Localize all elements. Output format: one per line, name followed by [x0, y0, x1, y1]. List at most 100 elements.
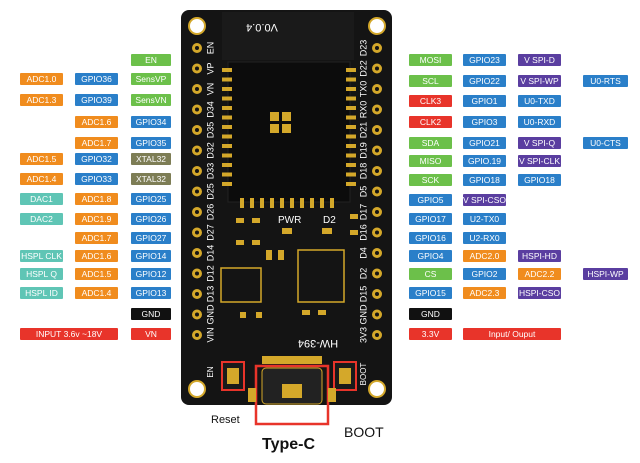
module-pads-bottom — [240, 198, 334, 208]
module-pads-right — [346, 68, 356, 186]
pin-name-right: TX0 — [358, 81, 368, 98]
module-pad — [222, 172, 232, 177]
pin-name-right: D17 — [358, 204, 368, 221]
pin-label-left-adc1-7: ADC1.7 — [75, 232, 118, 244]
module-pad — [346, 87, 356, 91]
pin-label-left-adc1-5: ADC1.5 — [75, 268, 118, 280]
pwr-led — [282, 228, 292, 234]
pin-name-left: D27 — [205, 224, 215, 241]
module-pad — [346, 106, 356, 110]
pin-name-left: D14 — [205, 245, 215, 262]
module-pad — [290, 198, 294, 208]
module-pad — [346, 96, 356, 101]
header-pin-hole — [375, 230, 379, 235]
module-pad — [222, 77, 232, 82]
header-pin-hole — [195, 66, 199, 71]
module-pad — [222, 153, 232, 158]
usbc-tongue — [282, 384, 302, 398]
pin-name-right: D19 — [358, 142, 368, 159]
pin-label-right-adc2-0: ADC2.0 — [463, 250, 506, 262]
pin-name-right: D23 — [358, 40, 368, 57]
module-pad — [270, 198, 274, 208]
header-pin-hole — [195, 189, 199, 194]
pin-label-right-gpio4: GPIO4 — [409, 250, 452, 262]
pin-label-left-gpio36: GPIO36 — [75, 73, 118, 85]
pin-label-left-hspl-q: HSPL Q — [20, 268, 63, 280]
module-pad — [222, 182, 232, 186]
pin-label-right-v-spi-q: V SPI-Q — [518, 137, 561, 149]
pin-label-left-adc1-6: ADC1.6 — [75, 250, 118, 262]
module-pad — [222, 115, 232, 120]
pin-label-left-sensvp: SensVP — [131, 73, 171, 85]
pin-label-left-dac1: DAC1 — [20, 193, 63, 205]
module-pad — [222, 87, 232, 91]
pin-label-left-adc1-8: ADC1.8 — [75, 193, 118, 205]
module-pad — [346, 144, 356, 148]
pin-label-left-gpio12: GPIO12 — [131, 268, 171, 280]
mount-hole-bl — [188, 380, 206, 398]
pin-label-right-gpio5: GPIO5 — [409, 194, 452, 206]
pin-label-right-v-spi-wp: V SPI-WP — [518, 75, 561, 87]
pin-names-left: ENVPVND34D35D32D33D25D26D27D14D12D13GNDV… — [205, 42, 215, 343]
pwr-silk: PWR — [278, 215, 301, 226]
pin-label-left-xtal32: XTAL32 — [131, 153, 171, 165]
module-pad — [222, 125, 232, 129]
module-pad — [320, 198, 324, 208]
pin-label-right-hspi-hd: HSPI-HD — [518, 250, 561, 262]
header-pin-hole — [375, 292, 379, 296]
pin-name-left: D12 — [205, 265, 215, 282]
pin-name-left: D34 — [205, 101, 215, 118]
module-pad — [250, 198, 254, 208]
pin-label-left-adc1-3: ADC1.3 — [20, 94, 63, 106]
pin-label-right-hspi-cso: HSPI-CSO — [518, 287, 561, 299]
pin-names-right: D23D22TX0RX0D21D19D18D5D17D16D4D2D15GND3… — [358, 40, 368, 343]
pin-label-right-gpio22: GPIO22 — [463, 75, 506, 87]
pin-label-left-dac2: DAC2 — [20, 213, 63, 225]
header-pin-hole — [375, 148, 379, 153]
module-pad — [300, 198, 304, 208]
d2-led — [322, 228, 332, 234]
pin-name-right: D2 — [358, 268, 368, 280]
pin-label-left-adc1-5: ADC1.5 — [20, 153, 63, 165]
pin-label-left-gpio14: GPIO14 — [131, 250, 171, 262]
pin-label-right-scl: SCL — [409, 75, 452, 87]
pin-label-right-clk2: CLK2 — [409, 116, 452, 128]
header-pin-hole — [195, 333, 199, 337]
usbc-shell-left — [248, 388, 256, 402]
module-pad — [222, 96, 232, 101]
pin-label-right-u0-rxd: U0-RXD — [518, 116, 561, 128]
ground-pad — [270, 112, 291, 133]
header-pin-hole — [195, 87, 199, 91]
header-pins-right — [372, 43, 382, 340]
pin-label-right-input-ouput: Input/ Ouput — [463, 328, 561, 340]
pin-name-right: D15 — [358, 286, 368, 303]
header-pin-hole — [195, 169, 199, 173]
pin-label-left-gpio39: GPIO39 — [75, 94, 118, 106]
pin-name-right: GND — [358, 304, 368, 325]
pin-name-right: RX0 — [358, 101, 368, 119]
version-label: V0.0.4 — [246, 21, 278, 33]
pin-label-right-u0-cts: U0-CTS — [583, 137, 628, 149]
header-pin-hole — [195, 312, 199, 317]
mount-hole-br — [368, 380, 386, 398]
header-pin-hole — [375, 333, 379, 337]
pin-label-right-gpio1: GPIO1 — [463, 95, 506, 107]
pin-label-left-adc1-6: ADC1.6 — [75, 116, 118, 128]
pin-label-left-adc1-4: ADC1.4 — [20, 173, 63, 185]
header-pin-hole — [375, 66, 379, 71]
pin-label-right-gpio16: GPIO16 — [409, 232, 452, 244]
pin-label-right-adc2-3: ADC2.3 — [463, 287, 506, 299]
module-pad — [346, 125, 356, 129]
pin-label-right-gpio-19: GPIO.19 — [463, 155, 506, 167]
module-pads-left — [222, 68, 232, 186]
model-silk: HW-394 — [298, 337, 338, 349]
header-pin-hole — [195, 292, 199, 296]
pin-label-right-mosi: MOSI — [409, 54, 452, 66]
header-pin-hole — [375, 107, 379, 112]
pin-label-left-gpio13: GPIO13 — [131, 287, 171, 299]
header-pin-hole — [375, 169, 379, 173]
pin-label-left-gpio25: GPIO25 — [131, 193, 171, 205]
header-pin-hole — [375, 189, 379, 194]
header-pin-hole — [195, 46, 199, 50]
header-pin-hole — [375, 312, 379, 317]
